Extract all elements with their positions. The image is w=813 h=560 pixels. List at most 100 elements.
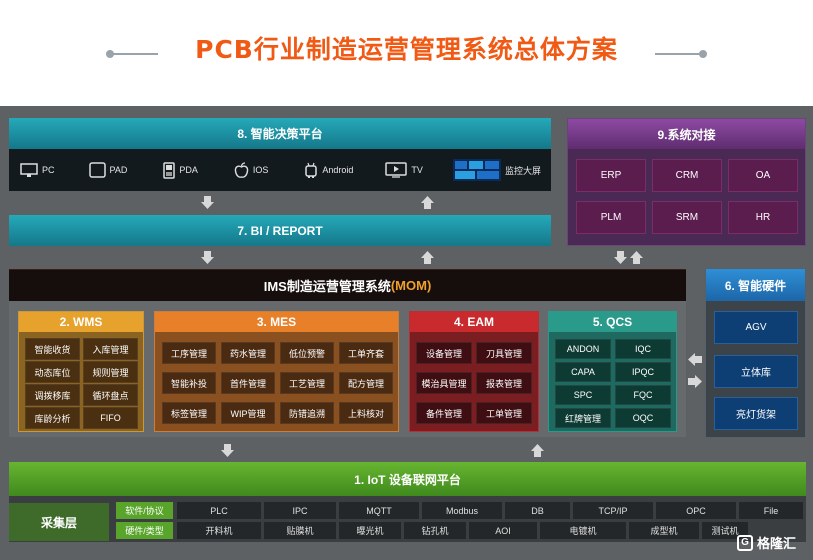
qcs-item: IQC <box>615 339 671 359</box>
qcs-item: SPC <box>555 385 611 405</box>
qcs-item: IPQC <box>615 362 671 382</box>
title-decoration-left <box>106 50 158 58</box>
software-item: PLC <box>177 502 261 519</box>
watermark-text: 格隆汇 <box>757 536 797 551</box>
eam-item: 模治具管理 <box>416 372 472 394</box>
arrow-down-icon <box>201 196 214 209</box>
device-label: PAD <box>109 165 128 175</box>
eam-item: 刀具管理 <box>476 342 532 364</box>
monitor-icon <box>20 162 38 177</box>
integration-item: SRM <box>652 201 722 234</box>
wms-module: 2. WMS 智能收货 入库管理 动态库位 规则管理 调拨移库 循环盘点 库龄分… <box>18 311 144 432</box>
mes-item: 上料核对 <box>339 402 393 424</box>
qcs-header: 5. QCS <box>549 312 676 332</box>
software-item: TCP/IP <box>573 502 653 519</box>
wms-item: 调拨移库 <box>25 384 80 406</box>
smart-hardware-header: 6. 智能硬件 <box>706 269 805 301</box>
arrow-down-icon <box>614 251 627 264</box>
decision-platform-header: 8. 智能决策平台 <box>9 118 551 149</box>
hardware-type-item: 钻孔机 <box>404 522 466 539</box>
mes-item: 配方管理 <box>339 372 393 394</box>
mes-item: WIP管理 <box>221 402 275 424</box>
arrow-left-icon <box>688 353 702 366</box>
software-item: Modbus <box>422 502 502 519</box>
arrow-up-icon <box>421 196 434 209</box>
integration-item: PLM <box>576 201 646 234</box>
hardware-item: 立体库 <box>714 355 798 388</box>
wms-header: 2. WMS <box>19 312 143 332</box>
arrow-up-icon <box>531 444 544 457</box>
hardware-type-item: 开料机 <box>177 522 261 539</box>
arrow-down-icon <box>221 444 234 457</box>
system-integration-header: 9.系统对接 <box>568 119 805 149</box>
qcs-item: CAPA <box>555 362 611 382</box>
smart-hardware-panel: 6. 智能硬件 AGV 立体库 亮灯货架 <box>705 268 806 438</box>
device-android: Android <box>304 162 353 179</box>
software-item: IPC <box>264 502 336 519</box>
arrow-up-icon <box>630 251 643 264</box>
mes-item: 智能补投 <box>162 372 216 394</box>
mes-item: 工序管理 <box>162 342 216 364</box>
mes-header: 3. MES <box>155 312 398 332</box>
device-ios: IOS <box>234 161 269 179</box>
hardware-type-item: 曝光机 <box>339 522 401 539</box>
mom-label: IMS制造运营管理系统 <box>263 279 391 294</box>
system-integration-panel: 9.系统对接 ERP CRM OA PLM SRM HR <box>567 118 806 246</box>
eam-header: 4. EAM <box>410 312 538 332</box>
arrow-right-icon <box>688 375 702 388</box>
mes-item: 工单齐套 <box>339 342 393 364</box>
tv-icon <box>385 162 408 178</box>
integration-item: HR <box>728 201 798 234</box>
device-pc: PC <box>20 162 55 178</box>
dashboard-screen-icon <box>452 159 501 181</box>
wms-item: FIFO <box>83 407 138 429</box>
qcs-item: OQC <box>615 408 671 428</box>
device-label: Android <box>322 165 354 175</box>
arrow-up-icon <box>421 251 434 264</box>
wms-item: 库龄分析 <box>25 407 80 429</box>
hardware-type-tag: 硬件/类型 <box>116 522 173 539</box>
tablet-icon <box>88 162 106 178</box>
hardware-type-item: 电镀机 <box>540 522 626 539</box>
qcs-item: ANDON <box>555 339 611 359</box>
pda-icon <box>163 161 176 179</box>
apple-icon <box>234 161 249 178</box>
device-tv: TV <box>385 162 423 178</box>
qcs-item: FQC <box>615 385 671 405</box>
hardware-type-item: 成型机 <box>629 522 699 539</box>
wms-item: 循环盘点 <box>83 384 138 406</box>
device-label: PC <box>42 165 55 175</box>
eam-item: 设备管理 <box>416 342 472 364</box>
android-icon <box>305 162 318 178</box>
hardware-type-item: 贴膜机 <box>264 522 336 539</box>
page-title: PCB行业制造运营管理系统总体方案 <box>195 35 618 64</box>
eam-module: 4. EAM 设备管理 刀具管理 模治具管理 报表管理 备件管理 工单管理 <box>409 311 539 432</box>
mom-highlight: (MOM) <box>390 278 432 293</box>
device-label: 监控大屏 <box>504 165 541 176</box>
collection-layer-label: 采集层 <box>9 503 109 541</box>
arrow-down-icon <box>201 251 214 264</box>
mom-header: IMS制造运营管理系统(MOM) <box>9 269 686 301</box>
device-pda: PDA <box>163 161 198 179</box>
device-label: TV <box>411 165 423 175</box>
hardware-type-item: AOI <box>469 522 537 539</box>
eam-item: 工单管理 <box>476 402 532 424</box>
integration-item: CRM <box>652 159 722 192</box>
software-item: DB <box>505 502 570 519</box>
mes-item: 首件管理 <box>221 372 275 394</box>
mes-module: 3. MES 工序管理 药水管理 低位预警 工单齐套 智能补投 首件管理 工艺管… <box>154 311 399 432</box>
device-label: IOS <box>252 165 269 175</box>
device-label: PDA <box>179 165 198 175</box>
mom-modules-area: 2. WMS 智能收货 入库管理 动态库位 规则管理 调拨移库 循环盘点 库龄分… <box>9 301 686 437</box>
device-row: PC PAD PDA IOS Android TV 监控大屏 <box>9 149 551 191</box>
mes-item: 工艺管理 <box>280 372 334 394</box>
hardware-item: AGV <box>714 311 798 344</box>
iot-platform-bar: 1. IoT 设备联网平台 <box>9 462 806 496</box>
integration-item: ERP <box>576 159 646 192</box>
software-item: File <box>739 502 803 519</box>
integration-item: OA <box>728 159 798 192</box>
software-item: MQTT <box>339 502 419 519</box>
software-item: OPC <box>656 502 736 519</box>
eam-item: 报表管理 <box>476 372 532 394</box>
wms-item: 入库管理 <box>83 338 138 360</box>
